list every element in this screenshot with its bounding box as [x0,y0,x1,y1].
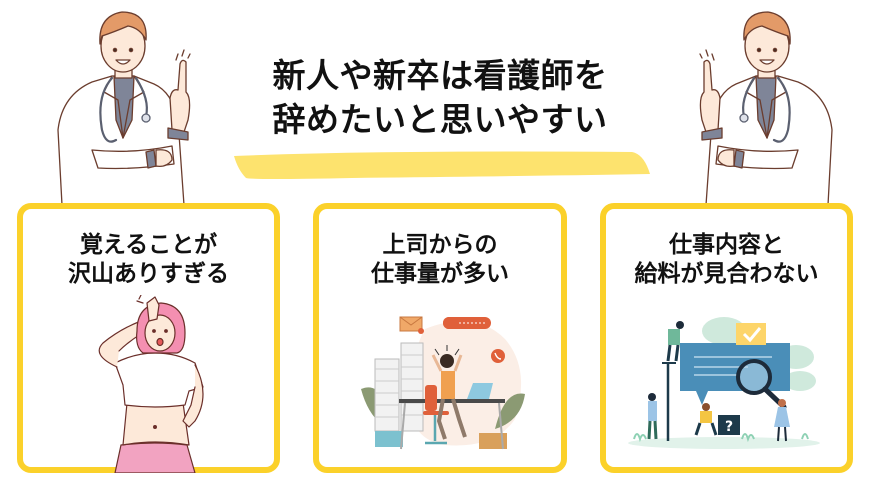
title-line-1: 新人や新卒は看護師を [272,56,608,95]
stressed-worker-illustration [361,316,525,450]
review-message-illustration: ? [628,317,820,449]
reason-card-pay-mismatch: 仕事内容と 給料が見合わない ? [600,203,853,473]
card-title-line-2: 給料が見合わない [634,261,819,287]
doctor-illustration-right [668,0,868,206]
card-title-line-1: 仕事内容と [669,232,784,258]
reason-card-heavy-workload: 上司からの 仕事量が多い [313,203,567,473]
reason-card-too-much-to-learn: 覚えることが 沢山ありすぎる [17,203,280,473]
card-title: 仕事内容と 給料が見合わない [606,231,847,289]
confused-woman-illustration [98,295,204,473]
headline: 新人や新卒は看護師を 辞めたいと思いやすい [220,48,660,188]
card-title-line-2: 仕事量が多い [371,261,509,287]
card-title-line-1: 上司からの [382,232,498,258]
card-title-line-2: 沢山ありすぎる [68,261,229,287]
card-title-line-1: 覚えることが [79,232,218,258]
card-title: 上司からの 仕事量が多い [319,231,561,289]
doctor-illustration-left [22,0,222,206]
svg-text:?: ? [725,419,733,435]
page-title: 新人や新卒は看護師を 辞めたいと思いやすい [220,54,660,142]
title-line-2: 辞めたいと思いやすい [272,100,608,139]
highlight-stroke [234,151,650,179]
card-title: 覚えることが 沢山ありすぎる [23,231,274,289]
